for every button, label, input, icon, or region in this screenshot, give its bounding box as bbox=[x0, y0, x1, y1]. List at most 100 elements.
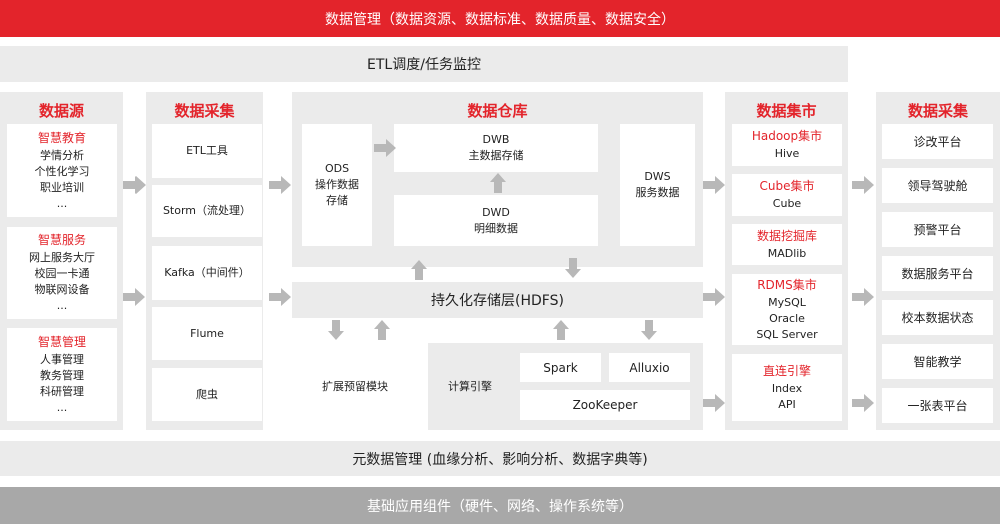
collect-item: Kafka（中间件） bbox=[152, 246, 262, 300]
list-item: 人事管理 bbox=[40, 352, 84, 366]
etl-scheduling-bar: ETL调度/任务监控 bbox=[0, 46, 848, 82]
app-item: 预警平台 bbox=[882, 212, 993, 247]
item-label: Flume bbox=[190, 326, 224, 340]
arrow-up-icon bbox=[490, 173, 506, 193]
item-label: 爬虫 bbox=[196, 387, 218, 401]
app-item: 智能教学 bbox=[882, 344, 993, 379]
app-item: 领导驾驶舱 bbox=[882, 168, 993, 203]
metadata-label: 元数据管理 (血缘分析、影响分析、数据字典等) bbox=[352, 451, 648, 468]
spark-label: Spark bbox=[543, 360, 578, 375]
ods-desc: 存储 bbox=[326, 194, 348, 207]
arrow-down-icon bbox=[641, 320, 657, 340]
arrow-down-icon bbox=[328, 320, 344, 340]
app-item: 一张表平台 bbox=[882, 388, 993, 423]
item-label: ETL工具 bbox=[186, 144, 228, 157]
panel-title: 数据仓库 bbox=[467, 102, 528, 120]
metadata-management-bar: 元数据管理 (血缘分析、影响分析、数据字典等) bbox=[0, 441, 1000, 476]
panel-title: 数据集市 bbox=[756, 102, 817, 120]
list-item: Oracle bbox=[769, 311, 805, 325]
arrow-right-icon bbox=[703, 176, 725, 194]
group-title: 直连引擎 bbox=[762, 363, 811, 378]
group-title: 智慧管理 bbox=[37, 334, 86, 349]
etl-label: ETL调度/任务监控 bbox=[367, 57, 481, 73]
arrow-right-icon bbox=[123, 288, 145, 306]
hdfs-bar: 持久化存储层(HDFS) bbox=[292, 282, 703, 318]
arrow-up-icon bbox=[411, 260, 427, 280]
arrow-right-icon bbox=[374, 139, 396, 157]
item-label: 智能教学 bbox=[913, 354, 962, 369]
dwd-label: DWD bbox=[482, 205, 510, 219]
data-collection-panel: 数据采集 ETL工具 Storm（流处理） Kafka（中间件） Flume 爬… bbox=[146, 92, 263, 430]
arrow-right-icon bbox=[852, 288, 874, 306]
zookeeper-label: ZooKeeper bbox=[572, 398, 638, 412]
base-components-bar: 基础应用组件（硬件、网络、操作系统等） bbox=[0, 487, 1000, 524]
list-item: API bbox=[778, 397, 796, 411]
arrow-up-icon bbox=[553, 320, 569, 340]
arrow-right-icon bbox=[852, 176, 874, 194]
arrow-right-icon bbox=[852, 394, 874, 412]
arrow-right-icon bbox=[703, 288, 725, 306]
list-item: 网上服务大厅 bbox=[29, 251, 95, 264]
group-title: 智慧教育 bbox=[37, 130, 86, 145]
item-label: 校本数据状态 bbox=[901, 310, 974, 325]
item-label: 预警平台 bbox=[913, 222, 962, 237]
dwb-box: DWB 主数据存储 bbox=[394, 124, 598, 172]
dws-desc: 服务数据 bbox=[635, 186, 680, 199]
collect-item: Storm（流处理） bbox=[152, 185, 262, 237]
dws-box: DWS 服务数据 bbox=[620, 124, 695, 246]
spark-box: Spark bbox=[520, 353, 601, 382]
collect-item: Flume bbox=[152, 307, 262, 360]
base-label: 基础应用组件（硬件、网络、操作系统等） bbox=[367, 498, 633, 515]
source-group: 智慧管理 人事管理 教务管理 科研管理 ... bbox=[7, 328, 117, 421]
panel-title: 数据采集 bbox=[907, 102, 968, 120]
alluxio-box: Alluxio bbox=[609, 353, 690, 382]
group-title: 数据挖掘库 bbox=[756, 228, 817, 243]
item-label: Storm（流处理） bbox=[162, 204, 252, 217]
group-title: Cube集市 bbox=[759, 179, 815, 193]
group-title: RDMS集市 bbox=[757, 277, 817, 292]
source-group: 智慧服务 网上服务大厅 校园一卡通 物联网设备 ... bbox=[7, 227, 117, 319]
item-label: 诊改平台 bbox=[913, 134, 962, 149]
list-item: ... bbox=[56, 400, 68, 414]
panel-title: 数据源 bbox=[38, 102, 84, 120]
collect-item: 爬虫 bbox=[152, 368, 262, 421]
zookeeper-box: ZooKeeper bbox=[520, 390, 690, 420]
ods-desc: 操作数据 bbox=[315, 178, 359, 191]
dws-label: DWS bbox=[644, 170, 671, 183]
arrow-right-icon bbox=[269, 176, 291, 194]
app-item: 数据服务平台 bbox=[882, 256, 993, 291]
app-item: 诊改平台 bbox=[882, 124, 993, 159]
arrow-right-icon bbox=[269, 288, 291, 306]
list-item: 校园一卡通 bbox=[34, 267, 90, 280]
list-item: 科研管理 bbox=[40, 384, 84, 398]
panel-title: 数据采集 bbox=[174, 102, 235, 120]
ext-label: 扩展预留模块 bbox=[322, 379, 388, 393]
extension-module-box: 扩展预留模块 bbox=[292, 343, 418, 430]
list-item: 职业培训 bbox=[40, 180, 84, 194]
source-group: 智慧教育 学情分析 个性化学习 职业培训 ... bbox=[7, 124, 117, 217]
applications-panel: 数据采集 诊改平台 领导驾驶舱 预警平台 数据服务平台 校本数据状态 智能教学 … bbox=[876, 92, 1000, 430]
alluxio-label: Alluxio bbox=[629, 360, 670, 375]
arrow-right-icon bbox=[124, 176, 146, 194]
hdfs-label: 持久化存储层(HDFS) bbox=[431, 293, 564, 309]
arrow-down-icon bbox=[565, 258, 581, 278]
item-label: 一张表平台 bbox=[907, 398, 968, 413]
list-item: 个性化学习 bbox=[34, 164, 90, 178]
item-label: 领导驾驶舱 bbox=[907, 178, 968, 193]
arrow-right-icon bbox=[703, 394, 725, 412]
list-item: SQL Server bbox=[756, 327, 818, 341]
dwb-desc: 主数据存储 bbox=[468, 149, 524, 162]
item-label: Kafka（中间件） bbox=[164, 266, 250, 279]
group-title: Hadoop集市 bbox=[751, 129, 823, 143]
list-item: Cube bbox=[772, 197, 802, 210]
data-sources-panel: 数据源 智慧教育 学情分析 个性化学习 职业培训 ... 智慧服务 网上服务大厅… bbox=[0, 92, 123, 430]
group-title: 智慧服务 bbox=[37, 233, 86, 247]
compute-label: 计算引擎 bbox=[448, 380, 492, 393]
data-management-bar: 数据管理（数据资源、数据标准、数据质量、数据安全） bbox=[0, 0, 1000, 37]
dwb-label: DWB bbox=[482, 133, 510, 146]
